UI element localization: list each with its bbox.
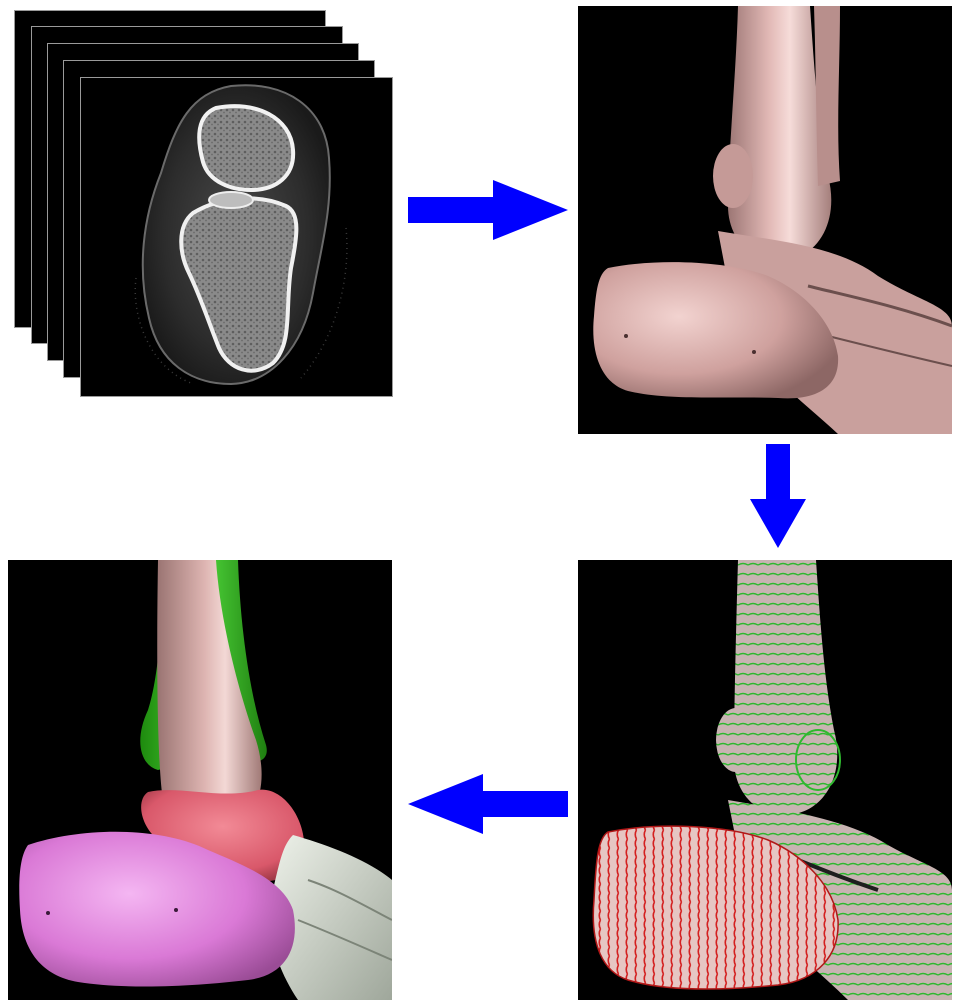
segmented-bone-model	[8, 560, 392, 1000]
ct-axial-image	[81, 78, 394, 398]
arrow-down-icon	[750, 444, 806, 548]
3d-bone-reconstruction	[578, 6, 952, 434]
arrow-down-shape	[750, 444, 806, 548]
segmentation-contours	[578, 560, 952, 1000]
reconstruction-panel	[578, 6, 952, 434]
arrow-right-icon	[408, 180, 568, 240]
segmented-panel	[8, 560, 392, 1000]
arrow-left-shape	[408, 774, 568, 834]
ct-slice-front	[80, 77, 393, 397]
arrow-left-icon	[408, 774, 568, 834]
contours-panel	[578, 560, 952, 1000]
arrow-right-shape	[408, 180, 568, 240]
